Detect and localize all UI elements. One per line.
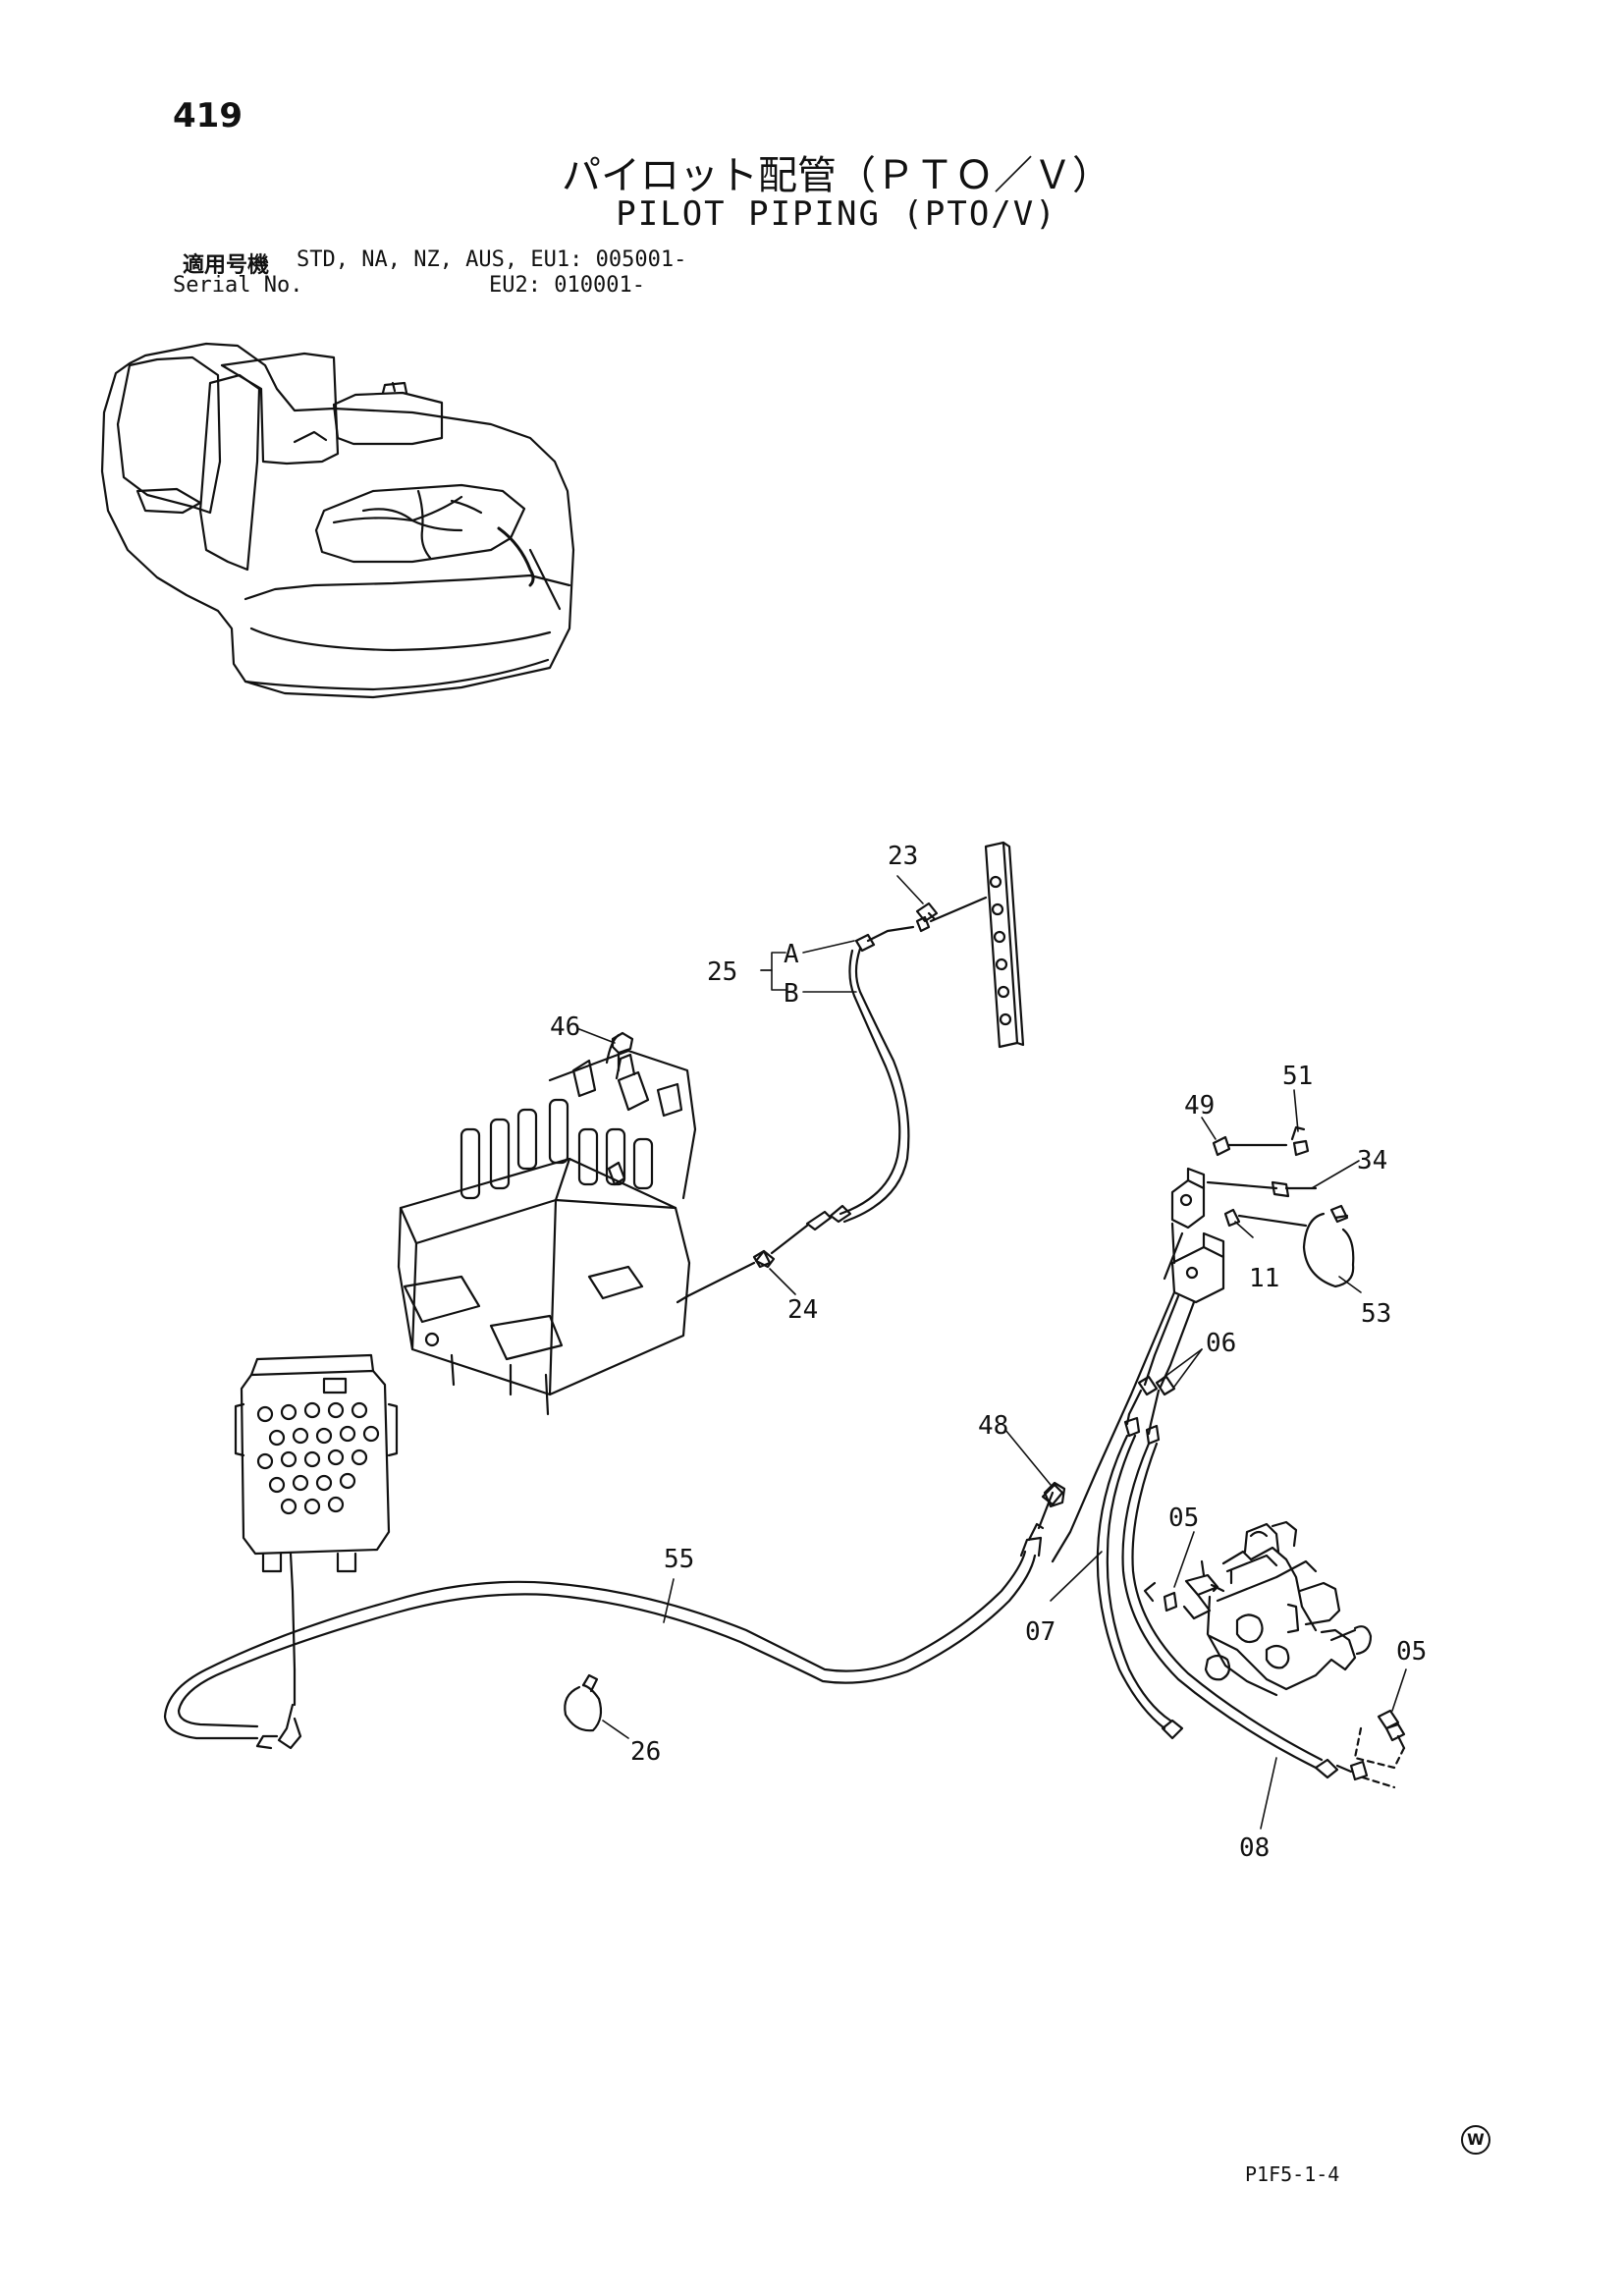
- callout-34: 34: [1357, 1146, 1387, 1175]
- clamp-26: [564, 1673, 603, 1732]
- callout-25-a: A: [784, 940, 799, 969]
- page-title-japanese: パイロット配管（ＰＴＯ／Ｖ）: [562, 153, 1111, 198]
- pto-valve: [1143, 1520, 1373, 1697]
- pilot-hose-55: [163, 1483, 1064, 1750]
- drawing-code: P1F5-1-4: [1245, 2162, 1340, 2186]
- pilot-valve-block: [234, 1353, 399, 1707]
- callout-24: 24: [787, 1295, 818, 1325]
- pilot-hoses-06-07-08: [1051, 1231, 1369, 1781]
- callout-48: 48: [978, 1411, 1008, 1441]
- callout-46: 46: [550, 1012, 580, 1042]
- callout-05-left: 05: [1168, 1503, 1199, 1533]
- callout-08: 08: [1239, 1833, 1270, 1863]
- w-circle-mark: W: [1461, 2125, 1490, 2155]
- callout-25: 25: [707, 957, 737, 987]
- callout-07: 07: [1025, 1617, 1056, 1647]
- fitting-05-right: [1377, 1709, 1406, 1750]
- control-valve-block: [397, 1033, 697, 1416]
- fitting-23: [915, 902, 939, 923]
- leader-lines: [578, 875, 1407, 1830]
- callout-23: 23: [888, 842, 918, 871]
- page-title-english: PILOT PIPING (PTO/V): [616, 194, 1057, 234]
- excavator-overview-illustration: [100, 342, 575, 699]
- serial-label-english: Serial No.: [173, 273, 303, 298]
- callout-26: 26: [630, 1737, 661, 1767]
- plug-46: [611, 1031, 634, 1072]
- callout-49: 49: [1184, 1091, 1215, 1121]
- pilot-hose-25: [754, 896, 988, 1269]
- callout-labels: 23 25 A B 46 49 51 34 11 53 24 06 48 05 …: [550, 842, 1427, 1863]
- callout-55: 55: [664, 1545, 694, 1574]
- serial-range-2: EU2: 010001-: [489, 273, 645, 298]
- serial-label-japanese: 適用号機: [183, 253, 270, 278]
- callout-51: 51: [1282, 1062, 1313, 1091]
- callout-25-b: B: [784, 979, 799, 1009]
- page-number: 419: [173, 96, 243, 136]
- connector-block-bar: [984, 841, 1025, 1049]
- callout-05-right: 05: [1396, 1637, 1427, 1667]
- fitting-24: [676, 1249, 772, 1304]
- callout-11: 11: [1249, 1264, 1279, 1293]
- callout-53: 53: [1361, 1299, 1391, 1329]
- fitting-48: [1043, 1481, 1066, 1508]
- serial-range-1: STD, NA, NZ, AUS, EU1: 005001-: [297, 247, 687, 272]
- callout-06: 06: [1206, 1329, 1236, 1358]
